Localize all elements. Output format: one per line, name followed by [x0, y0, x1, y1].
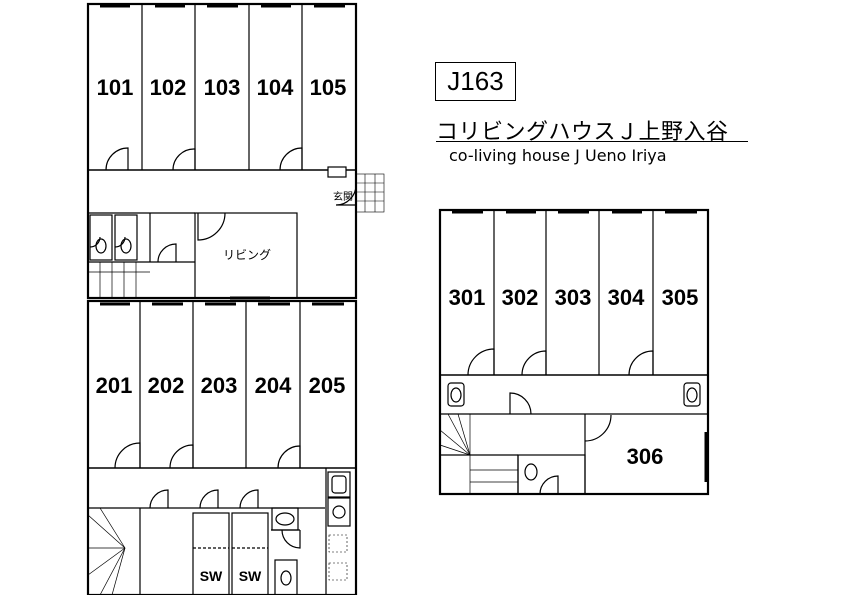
- room-201: 201: [96, 373, 133, 398]
- property-title-en: co-living house J Ueno Iriya: [449, 146, 667, 165]
- room-205: 205: [309, 373, 346, 398]
- room-101: 101: [97, 75, 134, 100]
- room-303: 303: [555, 285, 592, 310]
- floor-1-plan: [86, 2, 385, 300]
- room-304: 304: [608, 285, 645, 310]
- title-divider: [436, 141, 748, 142]
- room-301: 301: [449, 285, 486, 310]
- shower-room-1-label: SW: [200, 568, 223, 584]
- floor-1-labels: 101 102 103 104 105 玄関 リビング: [97, 75, 353, 262]
- floor-3-labels: 301 302 303 304 305 306: [449, 285, 699, 469]
- room-306: 306: [627, 444, 664, 469]
- room-105: 105: [310, 75, 347, 100]
- room-102: 102: [150, 75, 187, 100]
- room-202: 202: [148, 373, 185, 398]
- property-title-jp: コリビングハウスＪ上野入谷: [436, 120, 729, 145]
- room-203: 203: [201, 373, 238, 398]
- living-room-label: リビング: [223, 248, 271, 262]
- room-204: 204: [255, 373, 292, 398]
- room-103: 103: [204, 75, 241, 100]
- floor-2-labels: 201 202 203 204 205 SW SW: [96, 373, 346, 584]
- floor-3-plan: [438, 208, 710, 496]
- room-104: 104: [257, 75, 294, 100]
- room-305: 305: [662, 285, 699, 310]
- room-302: 302: [502, 285, 539, 310]
- property-code: J163: [435, 62, 516, 101]
- floor-2-plan: [86, 299, 358, 595]
- entrance-label: 玄関: [333, 190, 353, 203]
- shower-room-2-label: SW: [239, 568, 262, 584]
